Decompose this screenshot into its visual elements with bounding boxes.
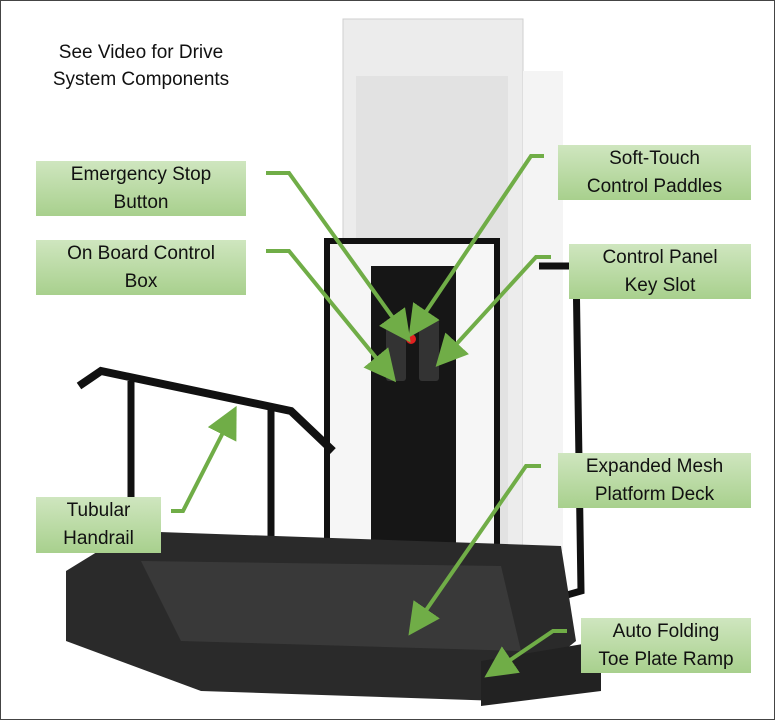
- arrow-emergency-stop: [266, 171, 411, 343]
- label-line: Soft-Touch: [609, 147, 700, 169]
- handrail: [76, 366, 336, 454]
- control-column: [371, 266, 456, 561]
- label-line: Button: [113, 191, 169, 213]
- paddle-right: [419, 319, 439, 381]
- emergency-stop-button: [406, 334, 416, 344]
- arrow-deck: [408, 464, 541, 636]
- arrow-control-box: [266, 249, 397, 383]
- label-line: Toe Plate Ramp: [598, 648, 734, 670]
- label-line: Tubular: [66, 500, 131, 521]
- arrow-ramp: [484, 629, 567, 678]
- label-line: On Board Control: [67, 242, 215, 264]
- label-line: Box: [124, 270, 158, 292]
- label-line: Expanded Mesh: [585, 455, 724, 477]
- arrow-key-slot: [435, 255, 551, 367]
- label-line: Control Panel: [602, 246, 718, 268]
- arrow-handrail: [171, 405, 237, 513]
- video-note-line: See Video for Drive: [58, 42, 224, 63]
- video-note-line: System Components: [52, 69, 230, 90]
- arrow-paddles: [408, 154, 544, 338]
- label-line: Key Slot: [624, 274, 696, 296]
- tower-side: [523, 71, 563, 551]
- label-line: Handrail: [63, 528, 134, 549]
- label-line: Auto Folding: [612, 620, 720, 642]
- label-line: Platform Deck: [594, 483, 715, 505]
- label-line: Control Paddles: [586, 175, 723, 197]
- video-note: See Video for Drive System Components: [31, 39, 251, 93]
- label-line: Emergency Stop: [70, 163, 212, 185]
